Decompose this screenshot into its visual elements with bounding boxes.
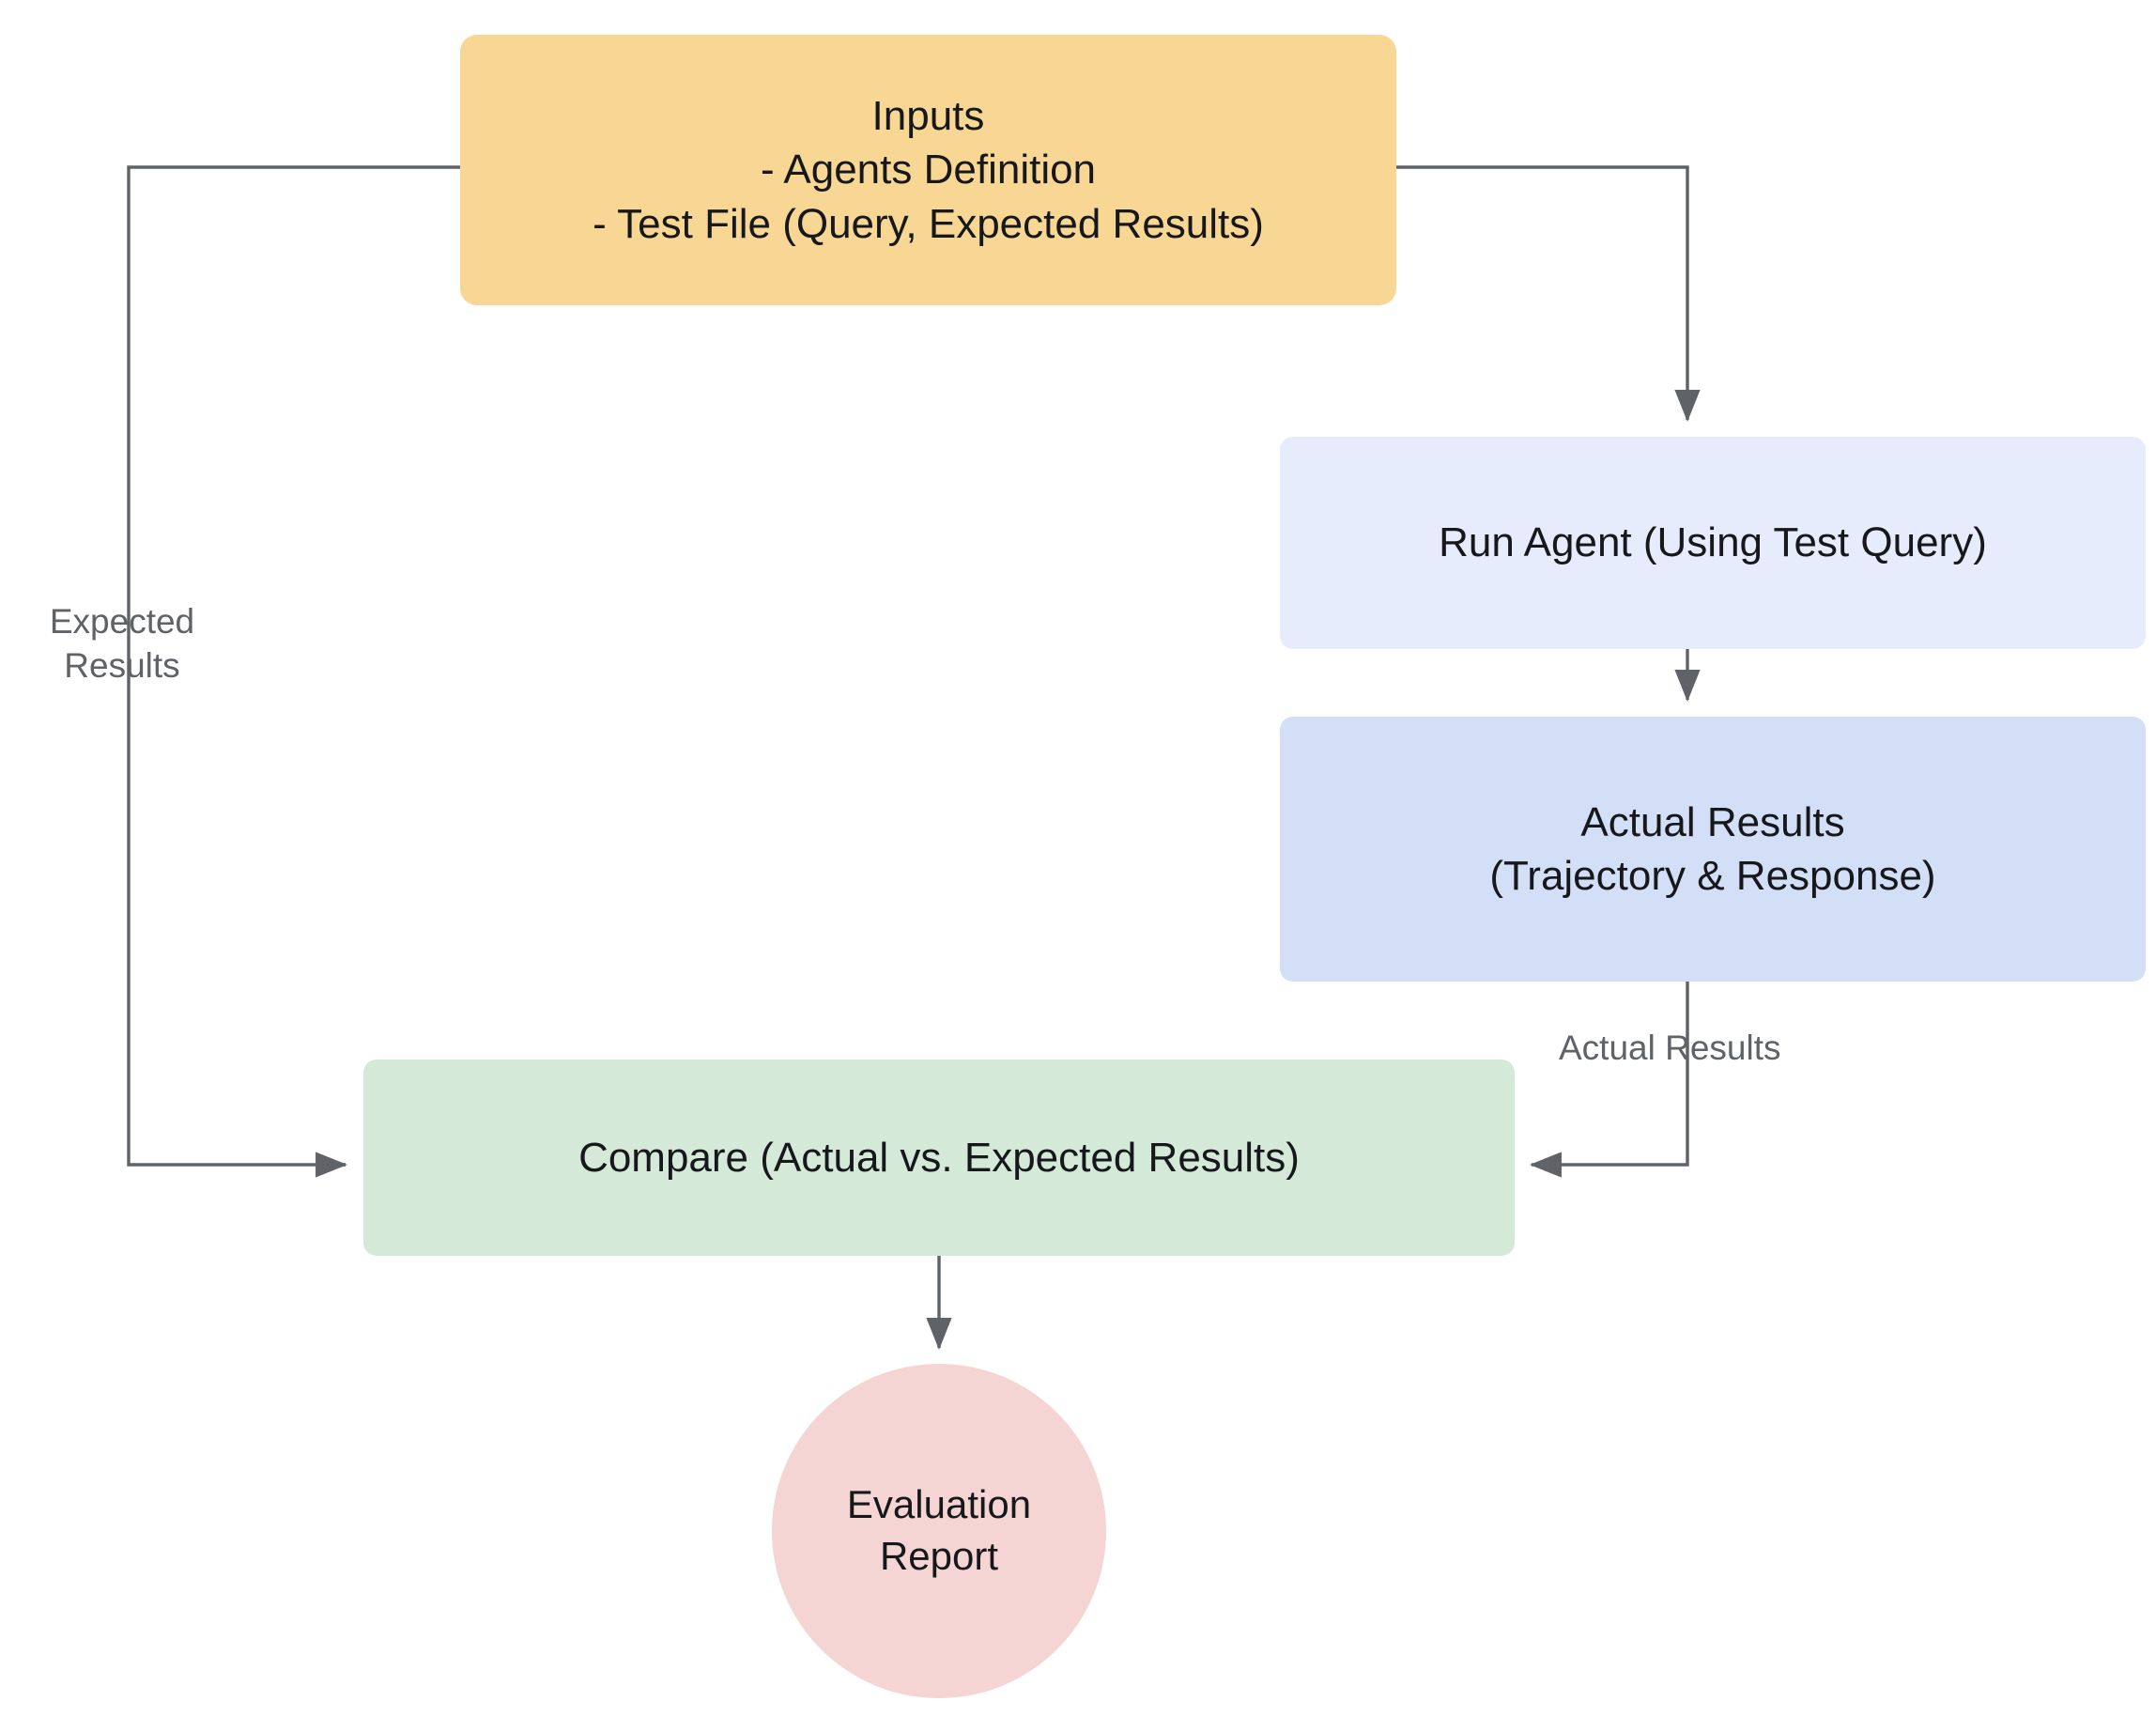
edge-inputs-to-run-agent: [1396, 165, 1701, 423]
node-actual-results[interactable]: Actual Results (Trajectory & Response): [1280, 717, 2146, 982]
node-actual-results-label: Actual Results (Trajectory & Response): [1489, 798, 1936, 899]
node-evaluation-report-label: Evaluation Report: [846, 1482, 1032, 1578]
node-run-agent-label: Run Agent (Using Test Query): [1439, 519, 1987, 566]
edge-label-expected-results: Expected Results: [49, 602, 195, 686]
node-inputs[interactable]: Inputs - Agents Definition - Test File (…: [460, 35, 1396, 305]
edge-actual-results-to-compare: [1529, 982, 1689, 1178]
node-run-agent[interactable]: Run Agent (Using Test Query): [1280, 437, 2146, 649]
node-evaluation-report[interactable]: Evaluation Report: [772, 1364, 1106, 1698]
edge-label-actual-results: Actual Results: [1559, 1029, 1781, 1067]
node-compare[interactable]: Compare (Actual vs. Expected Results): [363, 1060, 1515, 1256]
node-inputs-label: Inputs - Agents Definition - Test File (…: [593, 93, 1264, 247]
node-compare-label: Compare (Actual vs. Expected Results): [578, 1134, 1300, 1181]
